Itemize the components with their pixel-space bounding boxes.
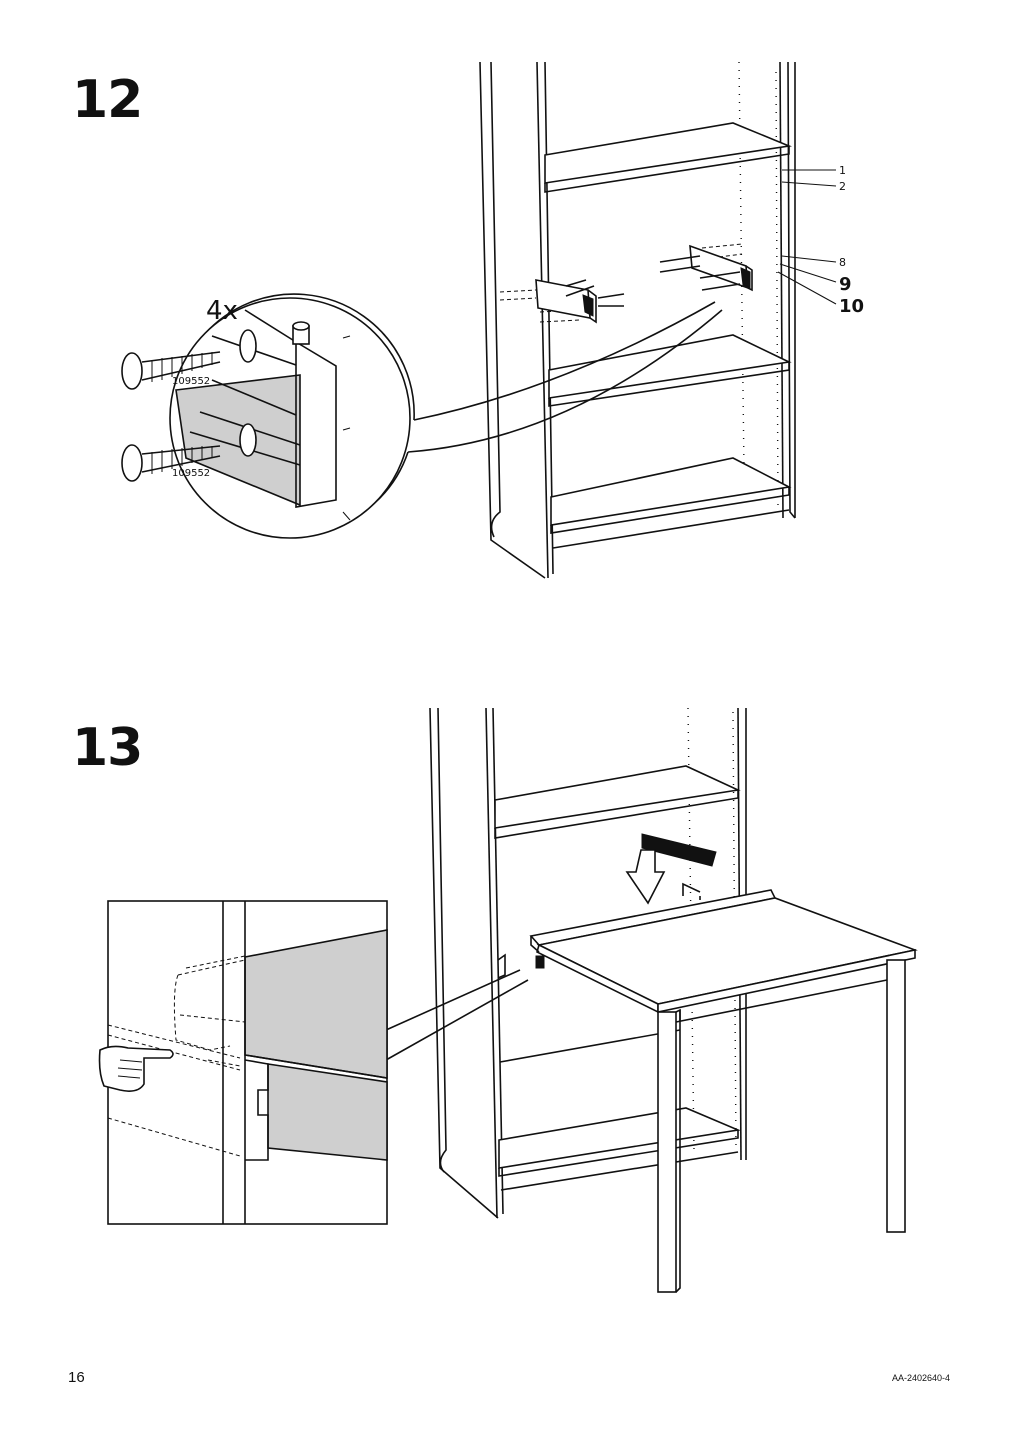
step12-detail-callout: 4x 109552 109552 — [121, 293, 723, 539]
document-code: AA-2402640-4 — [891, 1373, 950, 1383]
hole-label-2: 2 — [839, 180, 846, 193]
step-number-13: 13 — [72, 718, 143, 778]
screw-icon — [121, 444, 221, 482]
hole-label-9: 9 — [839, 274, 852, 295]
hole-label-8: 8 — [839, 256, 846, 269]
page-number: 16 — [68, 1369, 85, 1386]
direction-arrow-icon — [625, 833, 717, 905]
step13-detail-callout — [98, 900, 529, 1225]
hole-label-1: 1 — [839, 164, 846, 177]
screw-part-number: 109552 — [172, 468, 210, 479]
step13-bookcase — [429, 707, 747, 1219]
screw-part-number: 109552 — [172, 376, 210, 387]
quantity-label: 4x — [206, 296, 238, 326]
step13-table — [529, 882, 918, 1293]
step12-bookcase — [479, 61, 837, 579]
hole-label-10: 10 — [839, 296, 864, 317]
step-number-12: 12 — [72, 70, 143, 130]
screw-icon — [121, 351, 221, 390]
pointing-hand-icon — [98, 1045, 174, 1092]
